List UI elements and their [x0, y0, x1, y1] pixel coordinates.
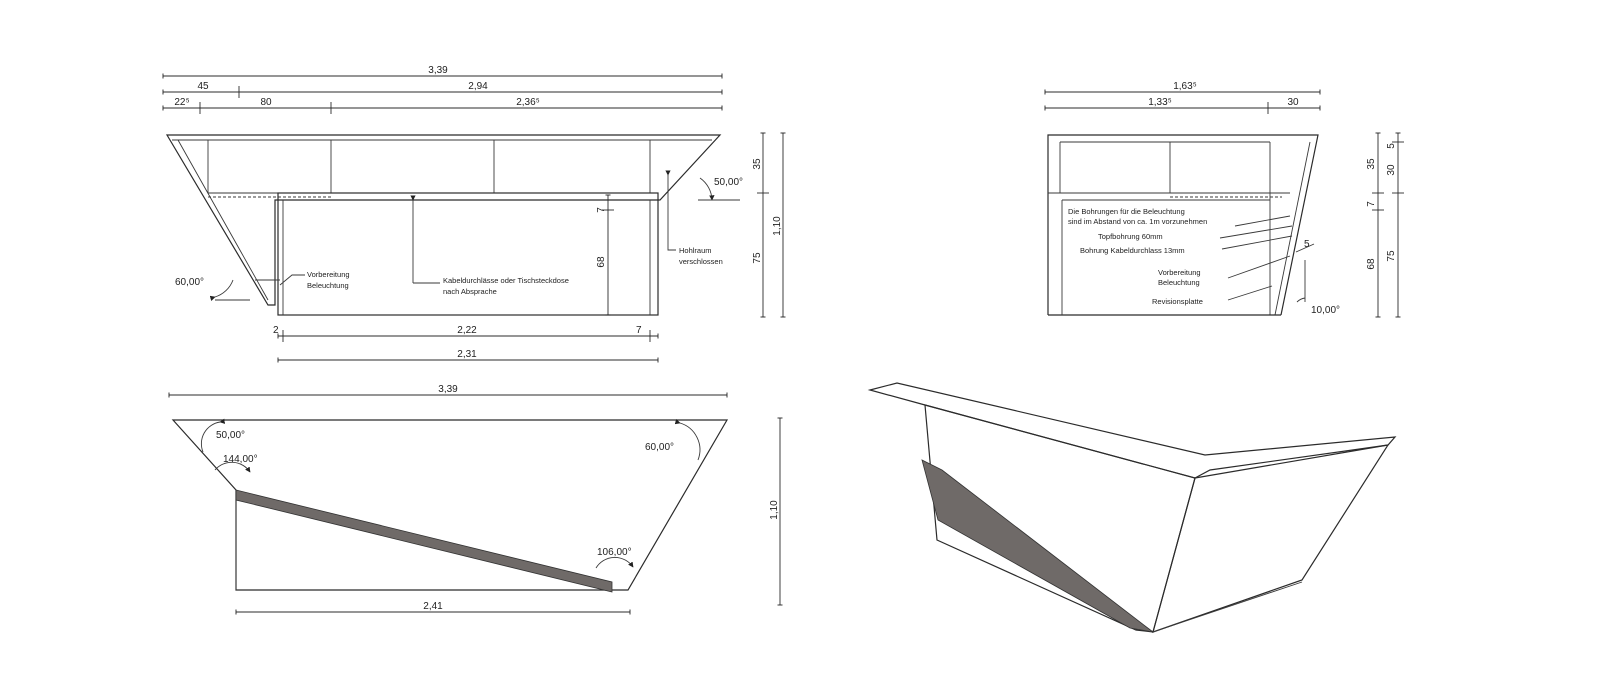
note-cable-1: Kabeldurchlässe oder Tischsteckdose	[443, 276, 569, 285]
note-revision-panel: Revisionsplatte	[1152, 297, 1203, 306]
side-outline	[1047, 134, 1319, 316]
front-outline	[165, 134, 722, 316]
plan-dim-total: 3,39	[438, 384, 458, 395]
front-right-dimensions: 35 75 1,10 7 68	[596, 132, 786, 318]
dim-side-b-top: 5	[1386, 143, 1397, 149]
side-right-dimensions: 35 7 68 5 30 75	[1366, 132, 1404, 318]
angle-left: 60,00°	[175, 277, 204, 288]
note-cable-drill: Bohrung Kabeldurchlass 13mm	[1080, 246, 1185, 255]
plan-angle-a4: 106,00°	[597, 547, 632, 558]
note-drilling-2: sind im Abstand von ca. 1m vorzunehmen	[1068, 217, 1207, 226]
note-side-lighting-2: Beleuchtung	[1158, 278, 1200, 287]
plan-angle-a1: 50,00°	[216, 430, 245, 441]
note-lighting-2: Beleuchtung	[307, 281, 349, 290]
dim-vert-lower: 75	[752, 252, 763, 264]
side-top-dimensions: 1,63⁵ 1,33⁵ 30	[1044, 81, 1321, 114]
dim-outer-width: 2,31	[457, 349, 477, 360]
desk-front-face	[924, 404, 1196, 633]
dim-side-right: 30	[1287, 97, 1299, 108]
side-notes: Die Bohrungen für die Beleuchtung sind i…	[1068, 207, 1340, 316]
angle-right: 50,00°	[714, 177, 743, 188]
plan-dim-bottom: 2,41	[423, 601, 443, 612]
dim-gap-right: 7	[636, 325, 642, 336]
dim-side-vert-lower: 68	[1366, 258, 1377, 270]
dim-side-left: 1,33⁵	[1148, 97, 1172, 108]
front-notes: Vorbereitung Beleuchtung Kabeldurchlässe…	[307, 246, 723, 296]
plan-angle-a2: 144,00°	[223, 454, 258, 465]
plan-angle-a3: 60,00°	[645, 442, 674, 453]
plan-view: 3,39 2,41 1,10 50,00° 144,00° 60,00° 106…	[168, 384, 783, 615]
plan-angles: 50,00° 144,00° 60,00° 106,00°	[200, 418, 701, 569]
dim-right-width: 2,94	[468, 81, 488, 92]
front-angles: 50,00° 60,00°	[175, 177, 743, 301]
desk-accent-band	[921, 459, 1154, 633]
dim-vert-gap: 7	[596, 207, 607, 213]
note-cavity-1: Hohlraum	[679, 246, 712, 255]
dim-seg-b: 80	[260, 97, 272, 108]
label-five: 5	[1304, 239, 1310, 250]
note-topf: Topfbohrung 60mm	[1098, 232, 1163, 241]
dim-side-vert-top: 35	[1366, 158, 1377, 170]
dim-gap-left: 2	[273, 325, 279, 336]
dim-side-total: 1,63⁵	[1173, 81, 1197, 92]
plan-dim-right: 1,10	[769, 500, 780, 520]
note-side-lighting-1: Vorbereitung	[1158, 268, 1201, 277]
note-drilling-1: Die Bohrungen für die Beleuchtung	[1068, 207, 1185, 216]
dim-side-b-lower: 75	[1386, 250, 1397, 262]
angle-side: 10,00°	[1311, 305, 1340, 316]
side-elevation: 1,63⁵ 1,33⁵ 30	[1044, 81, 1404, 318]
dim-vert-counter: 68	[596, 256, 607, 268]
dim-inner-width: 2,22	[457, 325, 477, 336]
note-cavity-2: verschlossen	[679, 257, 723, 266]
front-elevation: 3,39 45 2,94 22⁵ 80 2,36⁵	[162, 65, 786, 363]
dim-left-offset: 45	[197, 81, 209, 92]
note-cable-2: nach Absprache	[443, 287, 497, 296]
note-lighting-1: Vorbereitung	[307, 270, 350, 279]
front-top-dimensions: 3,39 45 2,94 22⁵ 80 2,36⁵	[162, 65, 723, 114]
perspective-view	[867, 382, 1397, 633]
dim-vert-top: 35	[752, 158, 763, 170]
dim-vert-total: 1,10	[772, 216, 783, 236]
dim-side-b-mid: 30	[1386, 164, 1397, 176]
desk-top-surface	[867, 382, 1397, 479]
plan-outline	[171, 419, 729, 591]
dim-side-vert-gap: 7	[1366, 201, 1377, 207]
dim-total-width: 3,39	[428, 65, 448, 76]
dim-seg-a: 22⁵	[174, 97, 189, 108]
dim-seg-c: 2,36⁵	[516, 97, 540, 108]
front-bottom-dimensions: 2 2,22 7 2,31	[273, 325, 659, 363]
plan-accent-band	[235, 489, 613, 593]
desk-side-face	[1152, 444, 1390, 633]
